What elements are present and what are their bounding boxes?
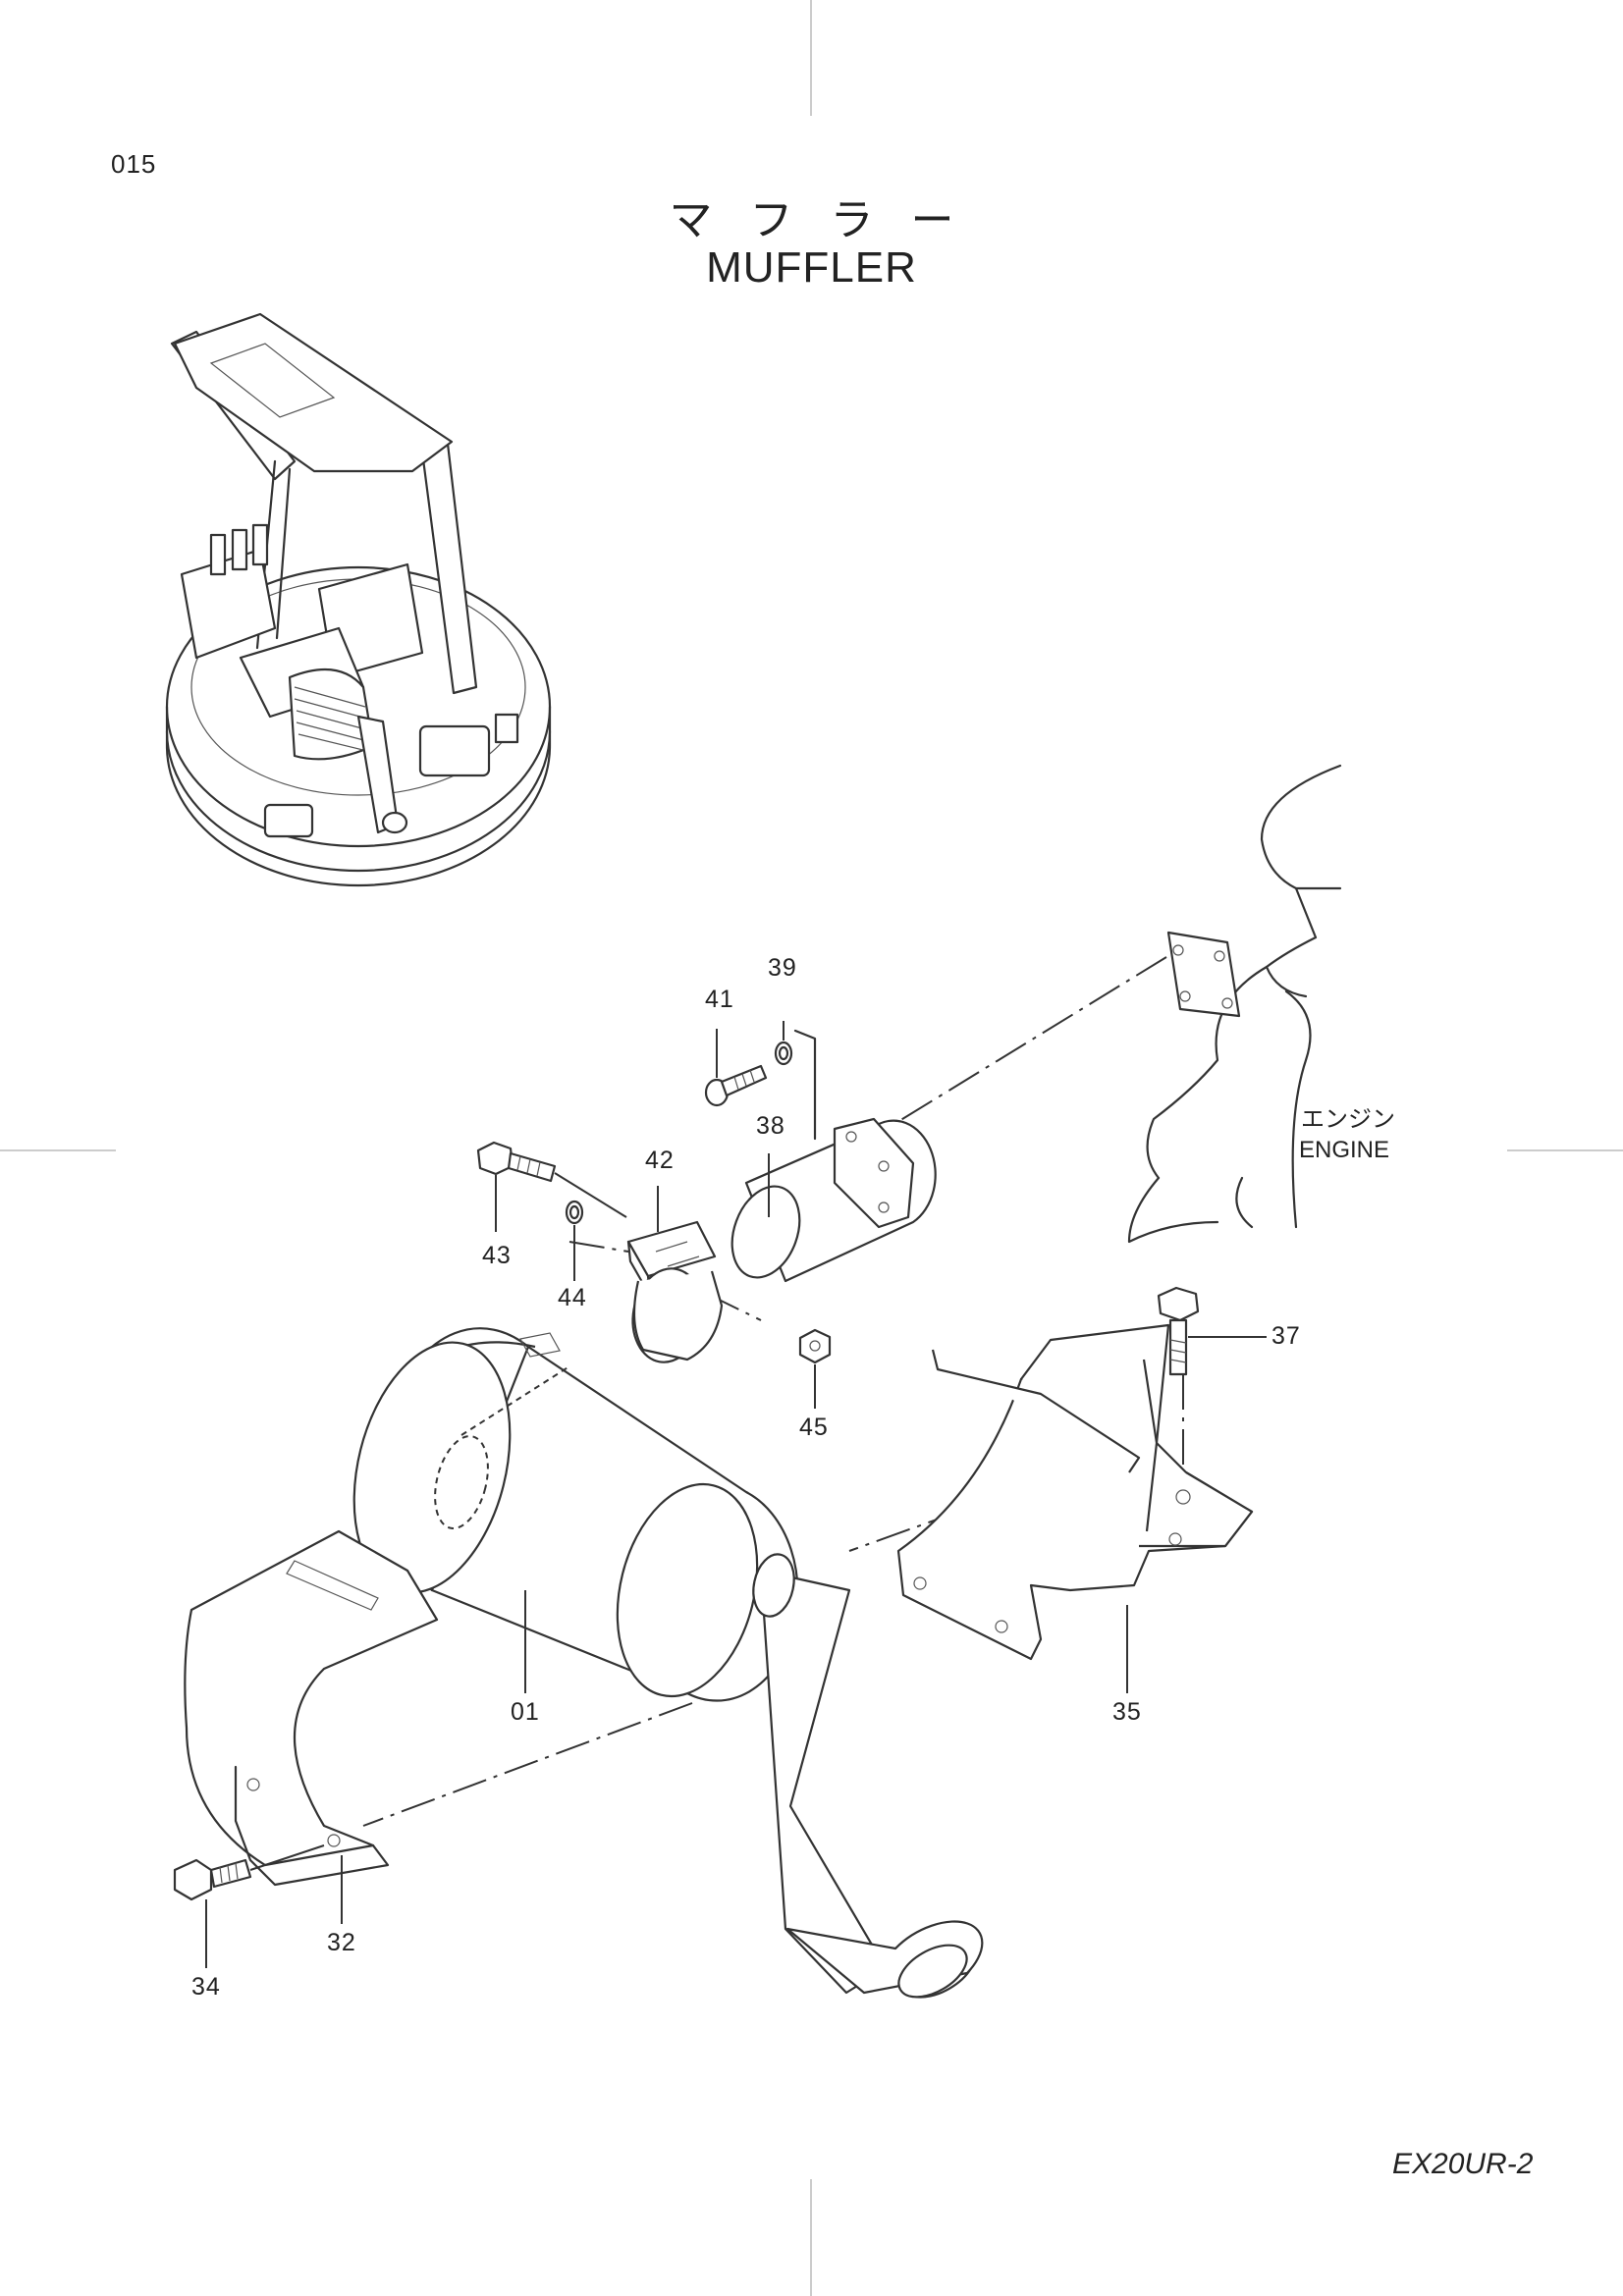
part-label-39: 39 [768,954,797,982]
part-label-35: 35 [1112,1698,1142,1726]
excavator-overview-illustration [165,312,552,887]
bolt-43 [476,1141,627,1218]
muffler-body [352,1327,984,1999]
page-number: 015 [111,149,157,179]
part-label-41: 41 [705,986,734,1013]
engine-label-japanese: エンジン [1301,1105,1395,1133]
part-label-38: 38 [756,1112,785,1140]
part-label-45: 45 [799,1414,829,1441]
part-label-37: 37 [1271,1322,1301,1350]
part-label-42: 42 [645,1147,675,1174]
model-code: EX20UR-2 [1392,2148,1534,2180]
bolt-34 [173,1844,325,1901]
bolt-37 [1157,1286,1200,1376]
bolt-41 [704,1064,768,1107]
engine-label-english: ENGINE [1299,1137,1390,1163]
heat-shield [184,1529,439,1887]
muffler-bracket [896,1323,1254,1661]
washer-39 [774,1041,793,1066]
part-label-32: 32 [327,1929,356,1956]
part-label-44: 44 [558,1284,587,1311]
washer-44 [565,1200,584,1225]
nut-45 [798,1328,832,1364]
part-label-01: 01 [511,1698,540,1726]
label-leader-lines [205,1021,1267,1968]
part-label-34: 34 [191,1973,221,2001]
engine-outline [1127,764,1342,1244]
exhaust-clamp [626,1220,724,1363]
title-japanese: マフラー [669,195,992,245]
exhaust-pipe-flange [730,1117,937,1283]
part-label-43: 43 [482,1242,512,1269]
title-english: MUFFLER [706,243,917,292]
